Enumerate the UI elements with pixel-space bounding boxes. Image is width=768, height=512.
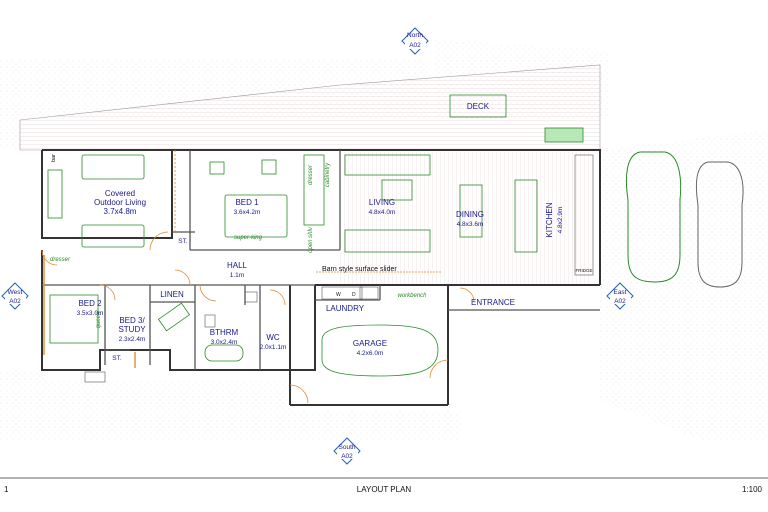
fridge-note: FRIDGE xyxy=(575,268,592,273)
living-label: LIVING xyxy=(369,198,395,207)
bed1-storage-label: ST. xyxy=(178,238,188,245)
deck-area xyxy=(19,64,601,151)
garage-size: 4.2x6.0m xyxy=(357,350,384,357)
west-label: West xyxy=(8,289,23,296)
cabinetry-note: cabinetry xyxy=(325,162,331,187)
hall-label: HALL xyxy=(227,261,248,270)
south-sheet-ref: A02 xyxy=(341,453,353,460)
dresser-bed2-note: dresser xyxy=(50,257,71,263)
hall-size: 1.1m xyxy=(230,272,244,279)
superking-note: super-king xyxy=(234,235,263,241)
bed3-label-2: STUDY xyxy=(118,325,146,334)
compass-north xyxy=(401,27,429,55)
linen-label: LINEN xyxy=(160,290,184,299)
east-sheet-ref: A02 xyxy=(614,298,626,305)
bed1-label: BED 1 xyxy=(235,198,259,207)
garage-label: GARAGE xyxy=(353,339,387,348)
bed2-label: BED 2 xyxy=(78,299,102,308)
sheet-number: 1 xyxy=(4,485,9,494)
dryer-note: D xyxy=(352,292,356,298)
interior-walls xyxy=(42,150,600,370)
east-label: East xyxy=(613,289,626,296)
dining-label: DINING xyxy=(456,210,484,219)
fixtures xyxy=(84,154,594,383)
door-swings xyxy=(41,150,475,404)
wc-size: 2.0x1.1m xyxy=(260,344,287,351)
compass-south xyxy=(333,437,361,465)
drawing-title: LAYOUT PLAN xyxy=(356,485,412,494)
open-shelving-note: open shlv xyxy=(308,226,314,253)
kitchen-size: 4.8x2.9m xyxy=(557,207,564,234)
covered-outdoor-label-1: Covered xyxy=(105,189,135,198)
queen-note: queen xyxy=(96,311,102,328)
bed3-size: 2.3x2.4m xyxy=(119,336,146,343)
entrance-label: ENTRANCE xyxy=(471,298,515,307)
bed2-storage-label: ST. xyxy=(112,355,122,362)
dining-floor-finish xyxy=(340,150,590,285)
drawing-scale: 1:100 xyxy=(741,485,762,494)
dresser-bed1-note: dresser xyxy=(308,164,314,185)
bed2-size: 3.5x3.0m xyxy=(77,310,104,317)
bthrm-label: BTHRM xyxy=(210,328,239,337)
laundry-label: LAUNDRY xyxy=(326,304,365,313)
living-size: 4.8x4.0m xyxy=(369,209,396,216)
barn-slider-note: Barn style surface slider xyxy=(322,266,397,273)
wc-label: WC xyxy=(266,333,280,342)
south-label: South xyxy=(339,444,356,451)
bed3-label-1: BED 3/ xyxy=(119,316,145,325)
north-label: North xyxy=(407,32,423,39)
compass-east xyxy=(606,282,634,310)
covered-outdoor-label-2: Outdoor Living xyxy=(94,198,146,207)
exterior-walls xyxy=(41,149,601,406)
compass-west xyxy=(1,282,29,310)
north-sheet-ref: A02 xyxy=(409,42,421,49)
covered-outdoor-size: 3.7x4.8m xyxy=(104,207,137,216)
bthrm-size: 3.0x2.4m xyxy=(211,339,238,346)
dining-size: 4.8x3.6m xyxy=(457,221,484,228)
bar-note: bar xyxy=(51,154,57,162)
deck-label: DECK xyxy=(467,102,490,111)
parked-cars xyxy=(626,151,744,288)
furniture xyxy=(47,94,584,377)
kitchen-label: KITCHEN xyxy=(545,202,554,237)
bed1-size: 3.6x4.2m xyxy=(234,209,261,216)
west-sheet-ref: A02 xyxy=(9,298,21,305)
washer-note: W xyxy=(336,292,341,298)
workbench-note: workbench xyxy=(397,293,427,299)
